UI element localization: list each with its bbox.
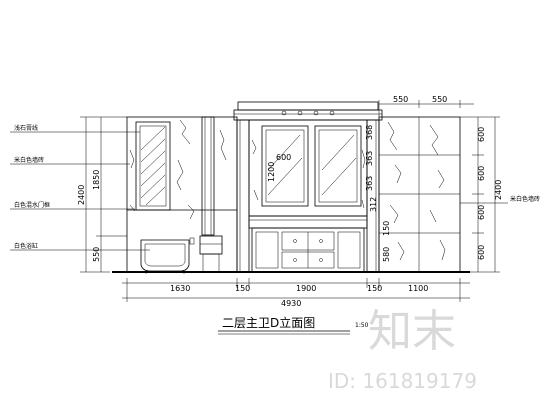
dim-inner-312: 312 — [369, 197, 378, 212]
callout-3: 白色混水门框 — [14, 201, 50, 209]
dim-inner-363b: 363 — [365, 176, 374, 191]
dim-left-upper: 1850 — [92, 170, 101, 190]
bottom-dimensions: 1630 150 1900 150 1100 4930 — [122, 278, 470, 308]
callout-5: 米白色墙砖 — [510, 195, 540, 203]
watermark-logo: 知末 — [368, 306, 456, 357]
right-wall — [378, 116, 461, 273]
left-wall — [126, 116, 238, 273]
bathtub — [140, 237, 195, 274]
watermark: 知末 ID: 161819179 — [328, 306, 477, 393]
callout-1: 浅石膏线 — [14, 124, 38, 132]
dim-left-lower: 550 — [92, 247, 101, 262]
dim-right-seg-4: 600 — [477, 245, 486, 260]
top-dimensions: 550 550 — [378, 95, 474, 117]
inner-dimensions: 600 1200 368 363 363 312 580 150 — [267, 125, 391, 262]
dim-bottom-5: 1100 — [408, 284, 428, 293]
dim-right-seg-2: 600 — [477, 166, 486, 181]
dim-bottom-1: 1630 — [170, 284, 190, 293]
dim-inner-150: 150 — [382, 221, 391, 236]
dim-inner-600: 600 — [276, 153, 291, 162]
right-dimensions: 600 600 600 600 2400 — [460, 116, 503, 273]
dim-right-seg-3: 600 — [477, 205, 486, 220]
dim-bottom-4: 150 — [367, 284, 382, 293]
dim-inner-368: 368 — [365, 125, 374, 140]
callouts: 浅石膏线 米白色墙砖 白色混水门框 白色浴缸 米白色墙砖 — [10, 124, 540, 251]
dim-inner-580: 580 — [382, 247, 391, 262]
callout-2: 米白色墙砖 — [14, 156, 44, 164]
dim-bottom-3: 1900 — [296, 284, 316, 293]
dim-inner-1200: 1200 — [267, 162, 276, 182]
center-wall — [233, 101, 383, 273]
dim-right-seg-1: 600 — [477, 127, 486, 142]
callout-4: 白色浴缸 — [14, 242, 38, 250]
drawing-title: 二层主卫D立面图 1:50 — [218, 315, 369, 335]
dim-top-2: 550 — [432, 95, 447, 104]
dim-bottom-total: 4930 — [281, 299, 301, 308]
title-scale: 1:50 — [355, 322, 369, 329]
title-text: 二层主卫D立面图 — [222, 315, 315, 330]
dim-left-outer: 2400 — [77, 185, 86, 205]
left-dimensions: 2400 1850 550 — [77, 116, 127, 273]
dim-top-1: 550 — [393, 95, 408, 104]
dim-bottom-2: 150 — [235, 284, 250, 293]
dim-right-outer: 2400 — [494, 180, 503, 200]
watermark-id: ID: 161819179 — [328, 369, 477, 393]
dim-inner-363a: 363 — [365, 151, 374, 166]
stool — [199, 235, 223, 273]
